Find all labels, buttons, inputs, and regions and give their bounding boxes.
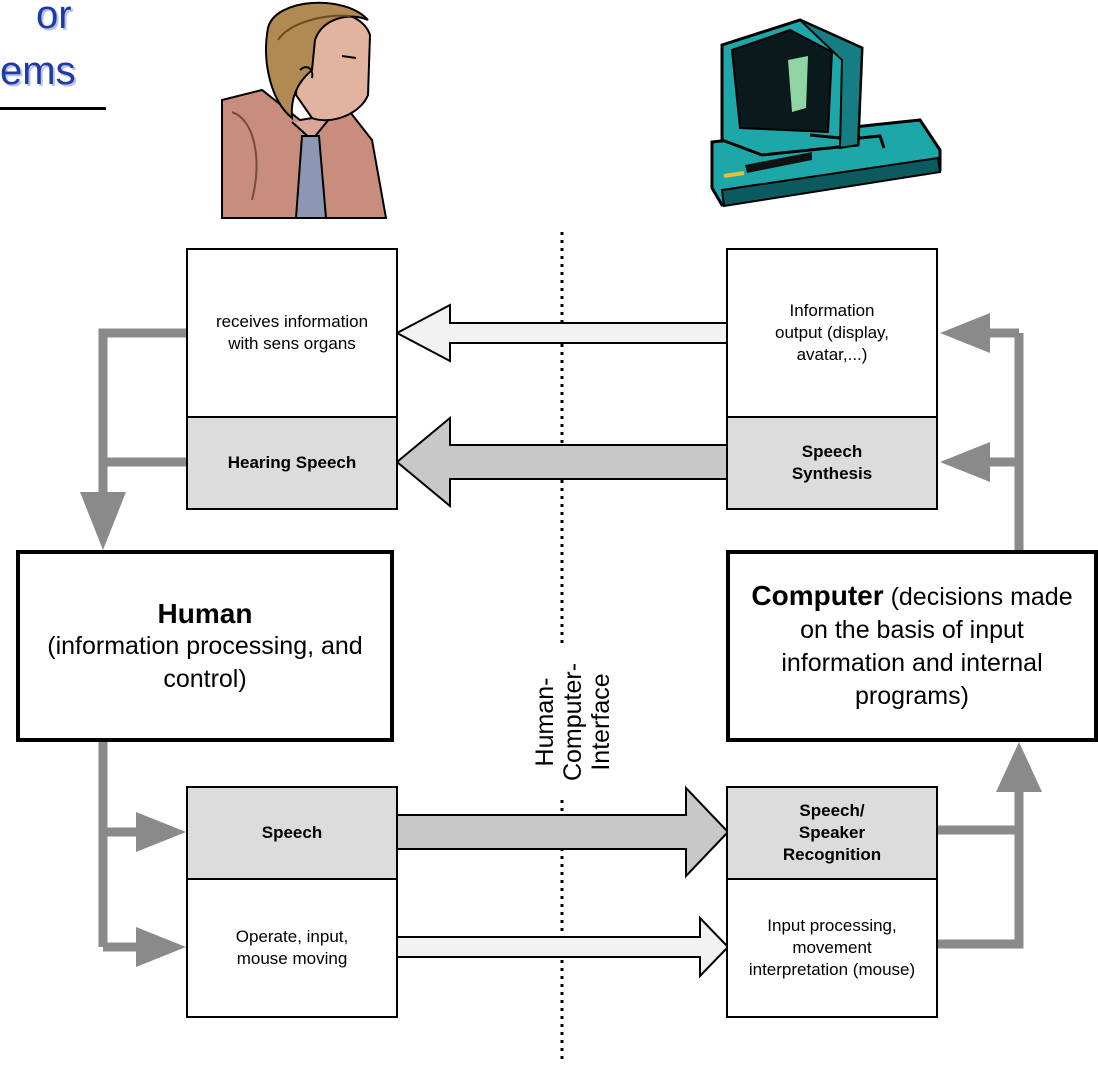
sense-organs-box: receives information with sens organs <box>186 248 398 418</box>
input-processing-text: Input processing, movement interpretatio… <box>748 916 916 979</box>
right-input-connector <box>938 790 1024 949</box>
computer-box: Computer (decisions made on the basis of… <box>726 550 1098 742</box>
speech-synthesis-text: Speech Synthesis <box>791 442 873 483</box>
speech-synthesis-box: Speech Synthesis <box>726 416 938 510</box>
synthesis-arrowhead <box>940 442 990 482</box>
speech-arrow-right <box>396 785 730 879</box>
operate-input-text: Operate, input, mouse moving <box>235 927 349 968</box>
speech-arrow-left <box>395 415 729 509</box>
hearing-speech-box: Hearing Speech <box>186 416 398 510</box>
left-output-connector <box>98 740 140 952</box>
man-with-tie-icon <box>221 1 388 219</box>
speech-recognition-box: Speech/ Speaker Recognition <box>726 786 938 880</box>
info-output-arrowhead <box>940 313 990 353</box>
speech-box: Speech <box>186 786 398 880</box>
operate-branch-arrowhead <box>136 927 186 967</box>
title-underline <box>0 107 106 110</box>
information-output-box: Information output (display, avatar,...) <box>726 248 938 418</box>
title-fragment-1: or <box>36 0 72 37</box>
human-description: (information processing, and control) <box>47 631 363 693</box>
human-box: Human (information processing, and contr… <box>16 550 394 742</box>
title-fragment-2: ems <box>0 49 76 93</box>
interface-label-line-1: Human-Computer- <box>531 662 587 782</box>
input-processing-box: Input processing, movement interpretatio… <box>726 878 938 1018</box>
speech-recognition-text: Speech/ Speaker Recognition <box>782 801 882 864</box>
sense-organs-text: receives information with sens organs <box>215 312 369 353</box>
desktop-computer-icon <box>710 18 942 208</box>
left-feedback-connector <box>98 328 186 510</box>
human-computer-interface-label: Human-Computer- Interface <box>531 647 615 797</box>
computer-text: Computer (decisions made on the basis of… <box>737 579 1087 713</box>
speech-branch-arrowhead <box>136 812 186 852</box>
info-arrow-left <box>394 303 729 363</box>
input-arrow-right <box>396 915 730 979</box>
right-output-connector <box>986 328 1024 555</box>
information-output-text: Information output (display, avatar,...) <box>774 301 890 364</box>
human-input-arrowhead <box>80 492 126 550</box>
hearing-speech-text: Hearing Speech <box>227 453 357 472</box>
computer-title: Computer <box>751 580 884 611</box>
computer-description: (decisions made on the basis of input in… <box>781 583 1073 710</box>
operate-input-box: Operate, input, mouse moving <box>186 878 398 1018</box>
speech-text: Speech <box>261 823 323 842</box>
interface-label-line-2: Interface <box>587 673 615 771</box>
human-title: Human <box>157 597 253 629</box>
computer-input-arrowhead <box>996 742 1042 792</box>
